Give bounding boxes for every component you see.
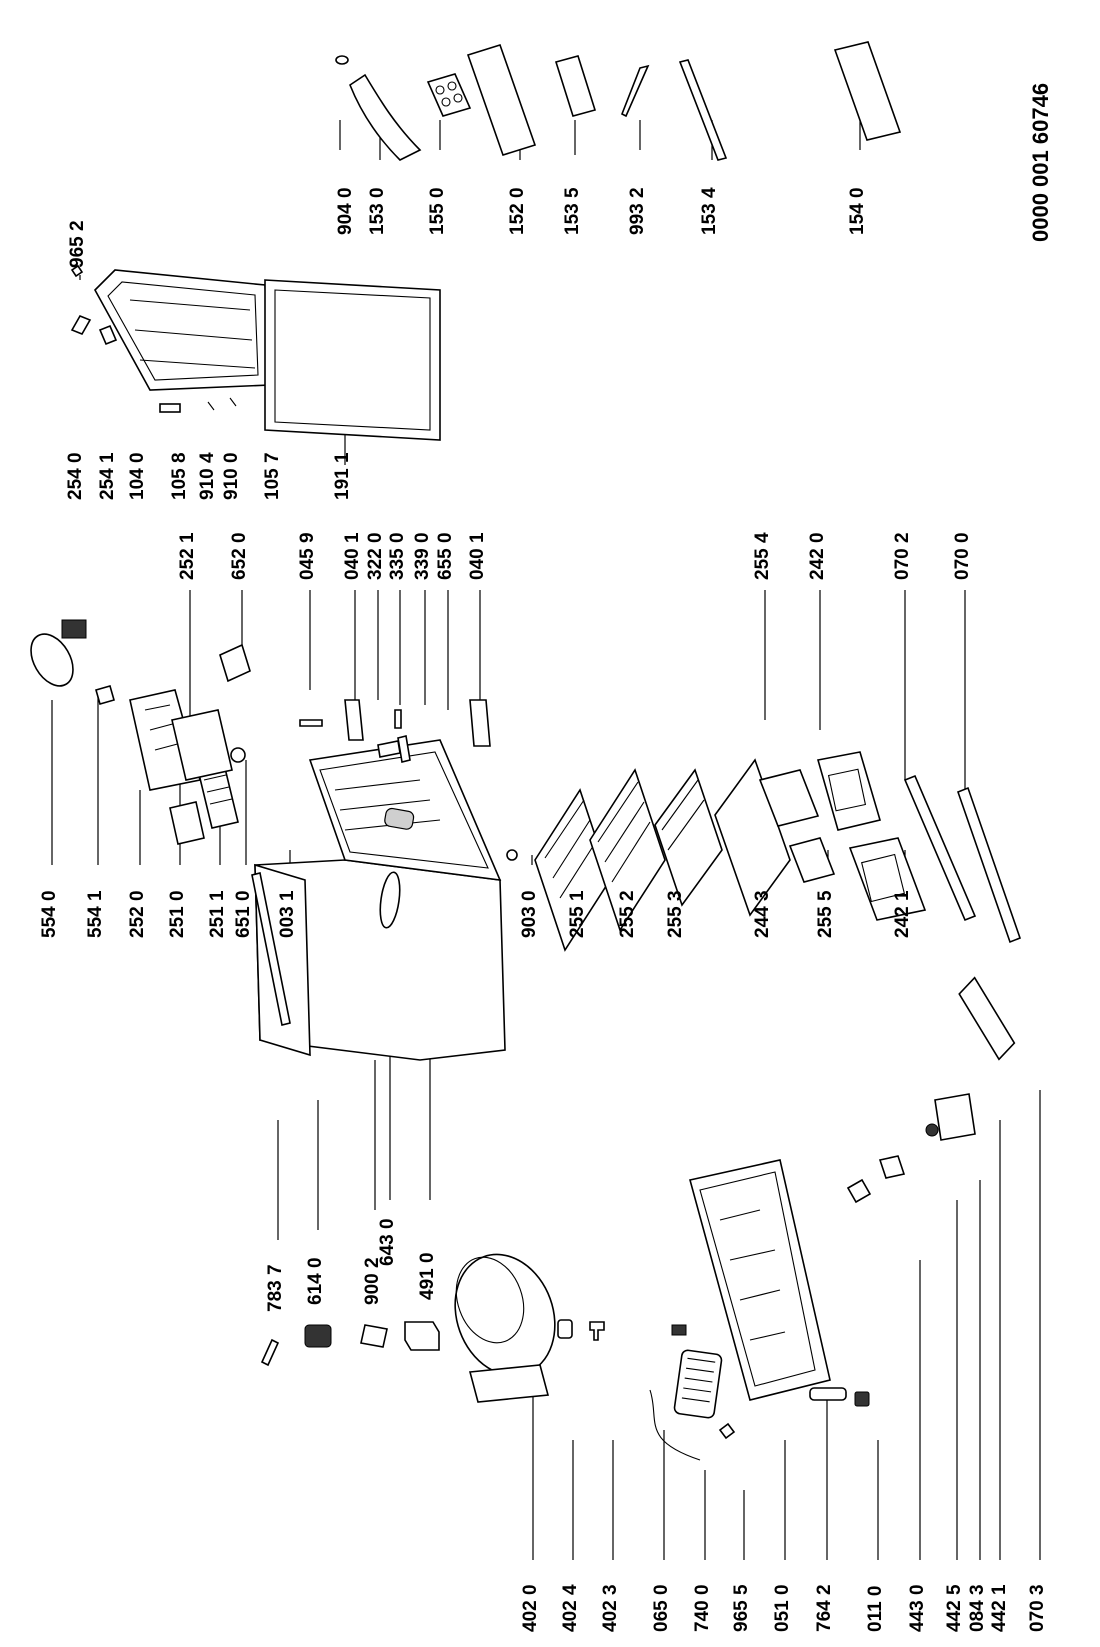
- part-label: 402 4: [560, 1584, 581, 1632]
- part-label: 339 0: [412, 532, 433, 580]
- part-label: 904 0: [335, 187, 356, 235]
- part-label: 442 5: [944, 1584, 965, 1632]
- part-label: 153 0: [367, 187, 388, 235]
- part-label: 442 1: [989, 1584, 1010, 1632]
- side-strip-part: [251, 872, 291, 1026]
- door-part: [70, 264, 275, 413]
- part-label: 643 0: [377, 1218, 398, 1266]
- part-label: 242 0: [807, 532, 828, 580]
- bracket-part: [557, 1319, 573, 1339]
- part-label: 965 5: [731, 1584, 752, 1632]
- part-label: 254 1: [97, 452, 118, 500]
- part-label: 105 8: [169, 452, 190, 500]
- bottom-bracket-part: [934, 1093, 976, 1141]
- part-label: 910 4: [197, 452, 218, 500]
- part-label: 153 4: [699, 187, 720, 235]
- shelves: [534, 758, 791, 952]
- base-tray-part: [689, 1159, 831, 1401]
- part-label: 322 0: [365, 532, 386, 580]
- sensor-tube-part: [260, 1338, 280, 1367]
- part-label: 965 2: [67, 220, 88, 268]
- part-label: 255 2: [617, 890, 638, 938]
- part-label: 040 1: [467, 532, 488, 580]
- part-label: 040 1: [342, 532, 363, 580]
- part-label: 764 2: [814, 1584, 835, 1632]
- part-label: 251 0: [167, 890, 188, 938]
- part-label: 903 0: [519, 890, 540, 938]
- condenser-part: [649, 1324, 736, 1461]
- part-label: 065 0: [651, 1584, 672, 1632]
- part-label: 910 0: [221, 452, 242, 500]
- part-label: 104 0: [127, 452, 148, 500]
- part-label: 255 4: [752, 532, 773, 580]
- part-label: 244 3: [752, 890, 773, 938]
- part-label: 003 1: [277, 890, 298, 938]
- part-label: 154 0: [847, 187, 868, 235]
- top-components: [30, 619, 251, 845]
- kickplate-part: [958, 976, 1016, 1061]
- part-label: 191 1: [332, 452, 353, 500]
- trim-bar-part: [903, 774, 977, 922]
- thermostat-part: [304, 1324, 332, 1348]
- relay-part: [360, 1324, 388, 1348]
- part-label: 255 3: [665, 890, 686, 938]
- part-label: 152 0: [507, 187, 528, 235]
- clip-part: [589, 1321, 605, 1341]
- part-label: 051 0: [772, 1584, 793, 1632]
- trim-bar-part-2: [956, 786, 1022, 944]
- box-part: [404, 1321, 440, 1351]
- part-label: 242 1: [892, 890, 913, 938]
- compressor-part: [454, 1253, 556, 1403]
- part-label: 651 0: [233, 890, 254, 938]
- part-label: 740 0: [692, 1584, 713, 1632]
- part-label: 252 0: [127, 890, 148, 938]
- part-label: 402 0: [520, 1584, 541, 1632]
- part-label: 783 7: [265, 1264, 286, 1312]
- foot-part: [878, 1155, 906, 1179]
- part-label: 070 0: [952, 532, 973, 580]
- part-label: 045 9: [297, 532, 318, 580]
- part-label: 011 0: [865, 1585, 886, 1633]
- washer-part: [925, 1123, 939, 1137]
- part-label: 255 1: [567, 890, 588, 938]
- part-label: 443 0: [907, 1584, 928, 1632]
- hinge-components: [299, 699, 518, 861]
- part-label: 554 0: [39, 890, 60, 938]
- part-label: 652 0: [229, 532, 250, 580]
- part-label: 335 0: [387, 532, 408, 580]
- part-label: 614 0: [305, 1257, 326, 1305]
- door-shelf-components: [335, 41, 902, 161]
- hinge-part: [846, 1178, 872, 1204]
- document-number: 0000 001 60746: [1028, 82, 1053, 242]
- part-label: 402 3: [600, 1584, 621, 1632]
- part-label: 655 0: [435, 532, 456, 580]
- part-label: 084 3: [967, 1584, 988, 1632]
- screw-part: [854, 1391, 870, 1407]
- part-label: 255 5: [815, 890, 836, 938]
- part-label: 153 5: [562, 187, 583, 235]
- part-label: 070 2: [892, 532, 913, 580]
- gasket-part: [264, 279, 441, 441]
- part-label: 070 3: [1027, 1584, 1048, 1632]
- part-label: 252 1: [177, 532, 198, 580]
- part-label: 491 0: [417, 1252, 438, 1300]
- cabinet-part: [254, 739, 506, 1061]
- part-label: 251 1: [207, 890, 228, 938]
- part-label: 105 7: [262, 452, 283, 500]
- crisper-components: [758, 751, 927, 921]
- part-label: 254 0: [65, 452, 86, 500]
- drier-part: [809, 1387, 847, 1401]
- part-label: 554 1: [85, 890, 106, 938]
- part-label: 155 0: [427, 187, 448, 235]
- part-label: 993 2: [627, 187, 648, 235]
